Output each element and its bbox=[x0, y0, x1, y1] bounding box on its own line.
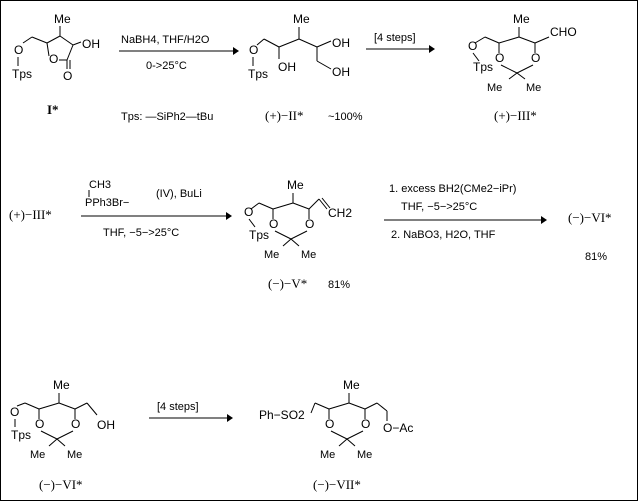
cmpd2-label: (+)−II* bbox=[265, 108, 303, 123]
cmpd5-o1: O bbox=[269, 217, 278, 231]
cmpd5-yield: 81% bbox=[328, 279, 350, 291]
hydroboration-arrow: 1. excess BH2(CMe2−iPr) THF, −5−>25°C 2.… bbox=[384, 183, 547, 241]
cmpd5-me-a: Me bbox=[264, 249, 279, 261]
cmpd2-ether-o: O bbox=[249, 43, 258, 57]
cmpd6-oh: OH bbox=[97, 418, 115, 432]
compound-VII: Me O−Ac O O Me Me Ph−SO2 (−)−VII* bbox=[259, 378, 413, 492]
hb-step2: 2. NaBO3, H2O, THF bbox=[391, 229, 496, 241]
compound-II: Me OH OH OH O Tps (+)−II* ~100% bbox=[248, 12, 363, 123]
cmpd2-oh-mid: OH bbox=[278, 60, 296, 74]
cmpd1-ether-o: O bbox=[14, 43, 23, 57]
cmpd5-o2: O bbox=[305, 217, 314, 231]
cmpd1-carbonyl-o: O bbox=[63, 69, 72, 83]
cmpd5-tps: Tps bbox=[249, 228, 269, 242]
compound-I: Me O O OH O Tps I* bbox=[12, 12, 100, 117]
cmpd6-me: Me bbox=[53, 378, 70, 392]
arrow-1: NaBH4, THF/H2O 0->25°C bbox=[119, 34, 239, 72]
cmpd2-yield: ~100% bbox=[328, 111, 363, 123]
cmpd1-me: Me bbox=[54, 12, 71, 26]
cmpd5-ch2: CH2 bbox=[328, 206, 352, 220]
wittig-arrow: CH3 PPh3Br− (IV), BuLi THF, −5−>25°C bbox=[81, 179, 232, 239]
wittig-ch3: CH3 bbox=[89, 179, 111, 191]
cmpd1-tps: Tps bbox=[12, 67, 32, 81]
arrow-2: [4 steps] bbox=[366, 32, 435, 53]
cmpd6-ether-o: O bbox=[10, 405, 19, 419]
hb-step1-conditions: THF, −5−>25°C bbox=[401, 201, 477, 213]
cmpd6-o2: O bbox=[71, 417, 80, 431]
cmpd1-ring-o: O bbox=[49, 52, 58, 66]
arrow1-conditions: 0->25°C bbox=[146, 60, 187, 72]
cmpd6-me-a: Me bbox=[30, 449, 45, 461]
cmpd7-me-a: Me bbox=[320, 449, 335, 461]
cmpd1-label: I* bbox=[47, 102, 59, 117]
wittig-reagent-iv: (IV), BuLi bbox=[156, 188, 202, 200]
wittig-pph3: PPh3Br− bbox=[85, 197, 129, 209]
cmpd7-phso2: Ph−SO2 bbox=[259, 408, 305, 422]
cmpd6-o1: O bbox=[35, 417, 44, 431]
cmpd3-o2: O bbox=[531, 51, 540, 65]
cmpd6-tps: Tps bbox=[11, 428, 31, 442]
hb-step1: 1. excess BH2(CMe2−iPr) bbox=[389, 183, 516, 195]
cmpd1-oh: OH bbox=[82, 37, 100, 51]
cmpd7-label: (−)−VII* bbox=[313, 477, 361, 492]
cmpd3-me-a: Me bbox=[487, 82, 502, 94]
cmpd5-me: Me bbox=[287, 178, 304, 192]
cmpd6-me-b: Me bbox=[67, 449, 82, 461]
arrow-3: [4 steps] bbox=[149, 401, 233, 422]
cmpd7-o1: O bbox=[325, 417, 334, 431]
cmpd5-me-b: Me bbox=[301, 249, 316, 261]
compound-VI: Me OH O O Me Me O Tps (−)−VI* bbox=[10, 378, 115, 492]
wittig-conditions: THF, −5−>25°C bbox=[103, 227, 179, 239]
cmpd3-ether-o: O bbox=[468, 39, 477, 53]
cmpd2-tps: Tps bbox=[248, 67, 268, 81]
cmpd3-label: (+)−III* bbox=[494, 108, 537, 123]
tps-definition: Tps: —SiPh2—tBu bbox=[121, 111, 213, 123]
cmpd2-oh-top: OH bbox=[332, 36, 350, 50]
cmpd5-ether-o: O bbox=[244, 205, 253, 219]
cmpd3-tps: Tps bbox=[473, 60, 493, 74]
arrow1-reagent: NaBH4, THF/H2O bbox=[121, 34, 210, 46]
cmpd6-label: (−)−VI* bbox=[39, 477, 83, 492]
arrow2-reagent: [4 steps] bbox=[374, 32, 416, 44]
cmpd2-oh-end: OH bbox=[332, 65, 350, 79]
arrow3-reagent: [4 steps] bbox=[157, 401, 199, 413]
compound-III: Me CHO O O Me Me O Tps (+)−III* bbox=[468, 12, 577, 123]
compound-V: Me CH2 O O Me Me O Tps (−)−V* 81% bbox=[244, 178, 352, 291]
cmpd3-cho: CHO bbox=[550, 25, 577, 39]
cmpd7-oac: O−Ac bbox=[383, 421, 413, 435]
cmpd7-me: Me bbox=[343, 378, 360, 392]
product-vi-yield: 81% bbox=[585, 251, 607, 263]
cmpd7-o2: O bbox=[361, 417, 370, 431]
cmpd3-me: Me bbox=[513, 12, 530, 26]
cmpd3-o1: O bbox=[495, 51, 504, 65]
cmpd2-me: Me bbox=[293, 12, 310, 26]
row2-start-label: (+)−III* bbox=[9, 207, 52, 222]
product-vi-label: (−)−VI* bbox=[568, 210, 612, 225]
cmpd7-me-b: Me bbox=[357, 449, 372, 461]
cmpd5-label: (−)−V* bbox=[268, 276, 307, 291]
cmpd3-me-b: Me bbox=[526, 82, 541, 94]
